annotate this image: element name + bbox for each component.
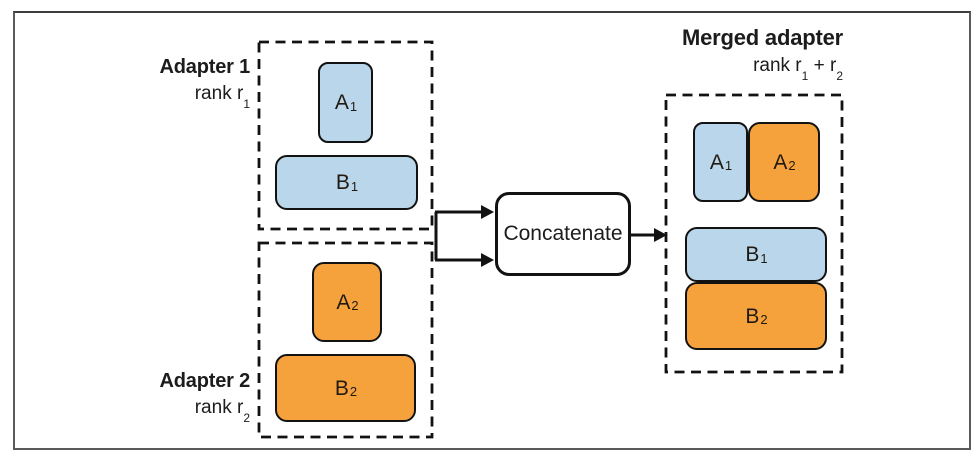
merged-b1-label: B	[745, 243, 760, 266]
concatenate-label: Concatenate	[503, 222, 623, 245]
arrowhead-bottom-icon	[481, 253, 494, 267]
merged-a1-label: A	[709, 150, 724, 174]
merged-rank-plus: + r	[808, 55, 837, 76]
adapter2-rank-base: rank r	[194, 397, 244, 418]
adapter1-rank: rank r1	[60, 82, 250, 110]
adapter2-group-outline	[257, 241, 434, 439]
adapter1-title: Adapter 1	[159, 56, 251, 78]
merged-rank: rank r1 + r2	[653, 54, 843, 82]
adapter2-title: Adapter 2	[159, 370, 251, 392]
arrowhead-top-icon	[481, 205, 494, 219]
merged-rank-sub1: 1	[801, 68, 809, 83]
adapter1-rank-base: rank r	[194, 83, 244, 104]
concatenate-node: Concatenate	[495, 192, 631, 276]
a1-label: A	[334, 91, 349, 114]
merged-rank-base: rank r	[753, 55, 802, 76]
a2-label: A	[336, 290, 351, 314]
b2-label: B	[334, 376, 349, 400]
adapter2-label-group: Adapter 2 rank r2	[60, 369, 251, 424]
adapter2-rank: rank r2	[60, 396, 250, 424]
b1-label: B	[335, 171, 350, 194]
merged-label-group: Merged adapter rank r1 + r2	[653, 25, 843, 82]
arrowhead-output-icon	[654, 228, 667, 242]
merged-a2-label: A	[773, 150, 788, 174]
adapter1-label-group: Adapter 1 rank r1	[60, 55, 251, 110]
merged-rank-sub2: 2	[836, 68, 843, 83]
adapter1-group-outline	[257, 40, 434, 231]
merged-group-outline	[664, 93, 844, 374]
adapter1-rank-sub: 1	[243, 96, 250, 111]
adapter2-rank-sub: 2	[243, 410, 250, 425]
merged-b2-label: B	[745, 304, 760, 328]
merged-title: Merged adapter	[681, 25, 843, 50]
figure-frame	[13, 11, 971, 450]
